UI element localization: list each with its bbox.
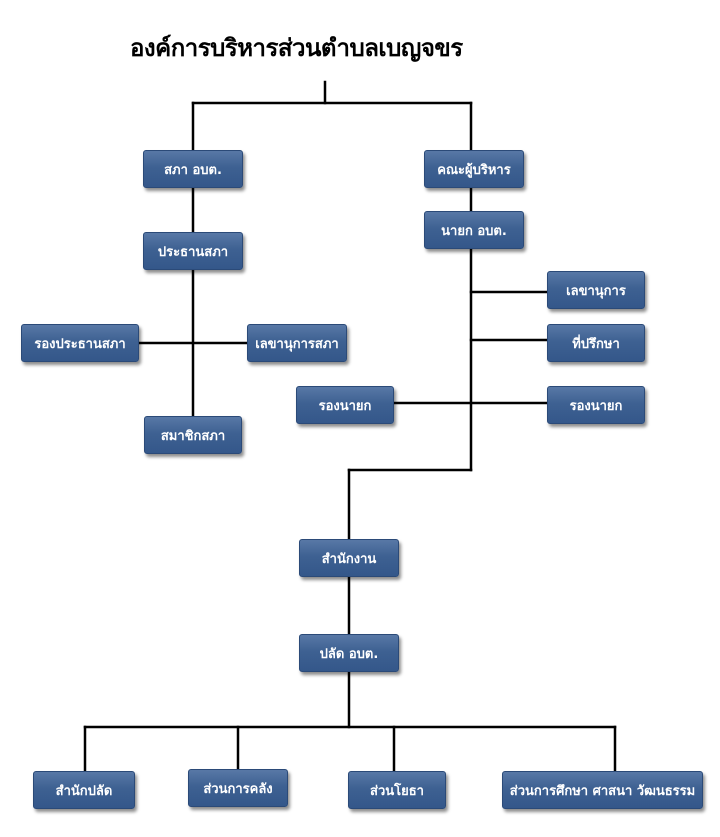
node-samachik-sapha: สมาชิกสภา [144,416,242,454]
node-prathan-sapha: ประธานสภา [143,232,243,270]
node-suan-khlang: ส่วนการคลัง [188,769,288,807]
node-rong-nayok-right: รองนายก [547,386,645,424]
node-suan-sueksa: ส่วนการศึกษา ศาสนา วัฒนธรรม [502,771,703,809]
node-lekha-nukan: เลขานุการ [547,271,645,309]
node-samnak-palat: สำนักปลัด [33,771,135,809]
node-palat-obt: ปลัด อบต. [299,634,399,672]
node-khana-phuborihan: คณะผู้บริหาร [424,150,524,188]
node-rong-nayok-left: รองนายก [296,386,394,424]
node-samnak-ngan: สำนักงาน [299,539,399,577]
node-lekha-sapha: เลขานุการสภา [247,324,347,362]
node-nayok-obt: นายก อบต. [424,211,524,249]
node-thi-preuksa: ที่ปรึกษา [547,324,645,362]
node-rong-prathan-sapha: รองประธานสภา [21,324,139,362]
node-suan-yotha: ส่วนโยธา [348,771,446,809]
node-sapha-obt: สภา อบต. [143,150,243,188]
page-title: องค์การบริหารส่วนตำบลเบญจขร [130,33,463,62]
